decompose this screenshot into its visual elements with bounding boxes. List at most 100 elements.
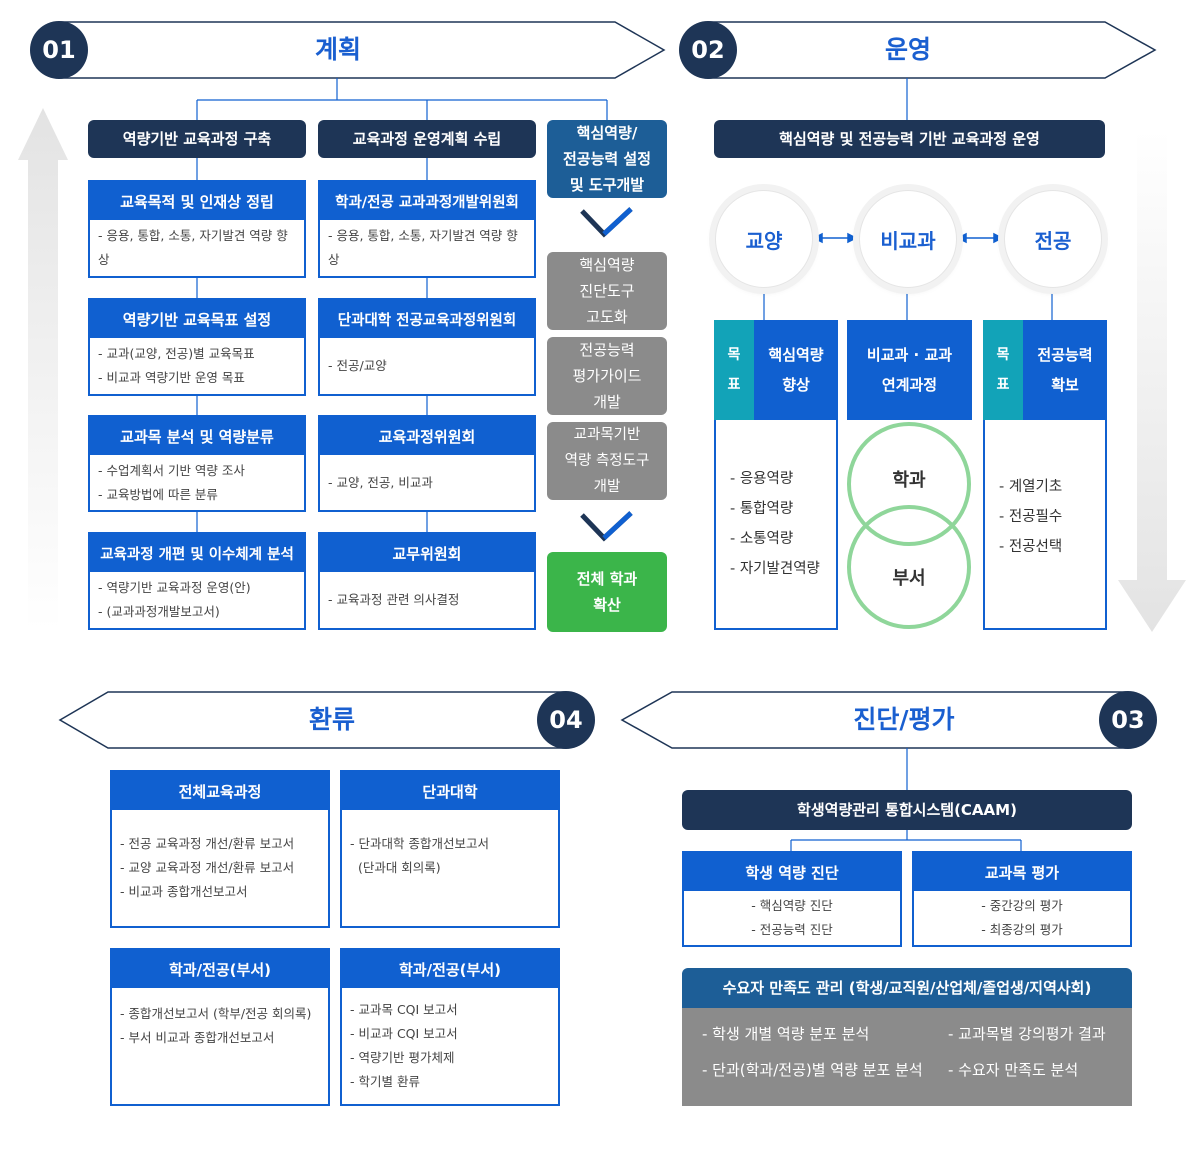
circle-extracurricular: 비교과	[859, 190, 957, 288]
goal-title: 핵심역량 향상	[768, 346, 824, 394]
satisfaction-panel: - 학생 개별 역량 분포 분석 - 교과목별 강의평가 결과 - 단과(학과/…	[682, 1008, 1132, 1106]
venn-circle-office	[847, 505, 971, 629]
box-item: - 교양 교육과정 개선/환류 보고서	[120, 860, 295, 875]
plan-step-2: 전공능력 평가가이드 개발	[547, 337, 667, 415]
box-item: - 교과목 CQI 보고서	[350, 1002, 458, 1017]
operate-right-goal: 목 표 전공능력 확보	[983, 320, 1107, 420]
plan-col1-box-4: 교육과정 개편 및 이수체계 분석 - 역량기반 교육과정 운영(안) - (교…	[88, 532, 306, 630]
box-title: 단과대학	[342, 772, 558, 810]
box-item: - 교육과정 관련 의사결정	[328, 592, 460, 607]
box-item: - 응용, 통합, 소통, 자기발견 역량 향상	[98, 228, 288, 267]
box-title: 학과/전공(부서)	[342, 950, 558, 988]
list-item: - 전공선택	[999, 539, 1063, 555]
box-item: - 전공/교양	[328, 358, 387, 373]
box-item: - 전공능력 진단	[751, 922, 833, 937]
box-title: 학생 역량 진단	[684, 853, 900, 891]
stage-number-operate: 02	[679, 21, 737, 79]
operate-header: 핵심역량 및 전공능력 기반 교육과정 운영	[714, 120, 1105, 158]
banner-operate	[708, 21, 1157, 79]
feedback-box-2: 단과대학 - 단과대학 종합개선보고서 (단과대 회의록)	[340, 770, 560, 928]
stage-number-evaluate: 03	[1099, 691, 1157, 749]
box-item: (단과대 회의록)	[350, 860, 441, 875]
box-title: 교육과정 개편 및 이수체계 분석	[90, 534, 304, 572]
venn-label-office: 부서	[892, 568, 926, 589]
stage-title-feedback: 환류	[308, 705, 355, 734]
box-item: - 비교과 역량기반 운영 목표	[98, 370, 245, 385]
plan-col2-box-4: 교무위원회 - 교육과정 관련 의사결정	[318, 532, 536, 630]
box-item: - 교육방법에 따른 분류	[98, 486, 218, 502]
venn-circle-dept	[847, 422, 971, 546]
goal-tag: 목 표	[983, 320, 1023, 420]
box-title: 단과대학 전공교육과정위원회	[320, 300, 534, 338]
box-title: 교무위원회	[320, 534, 534, 572]
box-title: 교육과정위원회	[320, 417, 534, 455]
satisfaction-item: - 학생 개별 역량 분포 분석	[702, 1025, 870, 1043]
down-arrow-icon	[1118, 130, 1186, 632]
satisfaction-item: - 단과(학과/전공)별 역량 분포 분석	[702, 1061, 923, 1079]
operate-right-list: - 계열기초 - 전공필수 - 전공선택	[983, 420, 1107, 630]
stage-title-operate: 운영	[884, 35, 931, 64]
plan-col1-box-1: 교육목적 및 인재상 정립 - 응용, 통합, 소통, 자기발견 역량 향상	[88, 180, 306, 278]
stage-title-evaluate: 진단/평가	[853, 705, 955, 734]
stage-number-feedback: 04	[537, 691, 595, 749]
operate-middle-goal: 비교과 · 교과 연계과정	[847, 320, 972, 420]
list-item: - 응용역량	[730, 471, 794, 487]
plan-col2-box-1: 학과/전공 교과과정개발위원회 - 응용, 통합, 소통, 자기발견 역량 향상	[318, 180, 536, 278]
box-item: - 전공 교육과정 개선/환류 보고서	[120, 836, 295, 851]
satisfaction-item: - 교과목별 강의평가 결과	[948, 1025, 1106, 1043]
plan-col2-header: 교육과정 운영계획 수립	[318, 120, 536, 158]
box-item: - 교양, 전공, 비교과	[328, 474, 433, 490]
box-item: - 역량기반 평가체제	[350, 1050, 455, 1065]
box-title: 전체교육과정	[112, 772, 328, 810]
venn-label-dept: 학과	[892, 470, 926, 491]
box-item: - 중간강의 평가	[981, 898, 1063, 913]
box-item: - 교과(교양, 전공)별 교육목표	[98, 346, 255, 361]
box-title: 교과목 분석 및 역량분류	[90, 417, 304, 455]
evaluate-box-diagnosis: 학생 역량 진단 - 핵심역량 진단 - 전공능력 진단	[682, 851, 902, 947]
box-item: - 종합개선보고서 (학부/전공 회의록)	[120, 1006, 312, 1021]
box-item: - 비교과 종합개선보고서	[120, 884, 248, 899]
box-title: 교과목 평가	[914, 853, 1130, 891]
box-item: - 응용, 통합, 소통, 자기발견 역량 향상	[328, 228, 518, 267]
operate-left-goal: 목 표 핵심역량 향상	[714, 320, 838, 420]
plan-col2-box-3: 교육과정위원회 - 교양, 전공, 비교과	[318, 415, 536, 512]
list-item: - 전공필수	[999, 509, 1063, 525]
box-item: - 핵심역량 진단	[751, 898, 833, 913]
circle-liberal-arts: 교양	[715, 190, 813, 288]
box-item: - 수업계획서 기반 역량 조사	[98, 462, 245, 478]
box-item: - 최종강의 평가	[981, 922, 1063, 937]
evaluate-system-header: 학생역량관리 통합시스템(CAAM)	[682, 790, 1132, 830]
plan-final-step: 전체 학과 확산	[547, 552, 667, 632]
plan-col1-header: 역량기반 교육과정 구축	[88, 120, 306, 158]
list-item: - 계열기초	[999, 479, 1063, 495]
feedback-box-4: 학과/전공(부서) - 교과목 CQI 보고서 - 비교과 CQI 보고서 - …	[340, 948, 560, 1106]
list-item: - 소통역량	[730, 531, 794, 547]
plan-col3-header: 핵심역량/ 전공능력 설정 및 도구개발	[547, 120, 667, 198]
box-item: - 학기별 환류	[350, 1074, 420, 1089]
operate-left-list: - 응용역량 - 통합역량 - 소통역량 - 자기발견역량	[714, 420, 838, 630]
box-title: 교육목적 및 인재상 정립	[90, 182, 304, 220]
feedback-box-1: 전체교육과정 - 전공 교육과정 개선/환류 보고서 - 교양 교육과정 개선/…	[110, 770, 330, 928]
plan-step-1: 핵심역량 진단도구 고도화	[547, 252, 667, 330]
up-arrow-icon	[18, 108, 68, 630]
goal-tag: 목 표	[714, 320, 754, 420]
satisfaction-item: - 수요자 만족도 분석	[948, 1061, 1079, 1079]
circle-major: 전공	[1004, 190, 1102, 288]
box-item: - 부서 비교과 종합개선보고서	[120, 1030, 275, 1045]
banner-plan	[58, 21, 666, 79]
box-item: - (교과과정개발보고서)	[98, 604, 220, 619]
box-title: 학과/전공 교과과정개발위원회	[320, 182, 534, 220]
box-title: 학과/전공(부서)	[112, 950, 328, 988]
plan-col1-box-3: 교과목 분석 및 역량분류 - 수업계획서 기반 역량 조사 - 교육방법에 따…	[88, 415, 306, 512]
plan-step-3: 교과목기반 역량 측정도구 개발	[547, 422, 667, 500]
box-item: - 역량기반 교육과정 운영(안)	[98, 580, 251, 595]
stage-number-plan: 01	[30, 21, 88, 79]
banner-feedback	[58, 691, 566, 749]
box-item: - 단과대학 종합개선보고서	[350, 836, 489, 851]
goal-title: 전공능력 확보	[1037, 346, 1093, 394]
plan-col1-box-2: 역량기반 교육목표 설정 - 교과(교양, 전공)별 교육목표 - 비교과 역량…	[88, 298, 306, 396]
feedback-box-3: 학과/전공(부서) - 종합개선보고서 (학부/전공 회의록) - 부서 비교과…	[110, 948, 330, 1106]
evaluate-box-course: 교과목 평가 - 중간강의 평가 - 최종강의 평가	[912, 851, 1132, 947]
box-item: - 비교과 CQI 보고서	[350, 1026, 458, 1041]
